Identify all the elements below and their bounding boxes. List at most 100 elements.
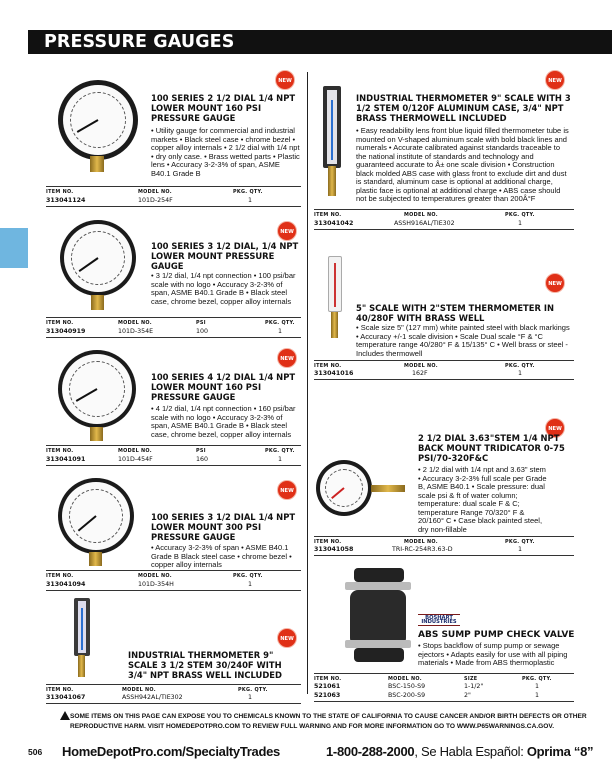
product-title: 2 1/2 DIAL 3.63"STEM 1/4 NPT BACK MOUNT … [418, 433, 565, 463]
col-model-no: MODEL NO. [404, 212, 438, 218]
cell-pkg-qty: 1 [278, 456, 283, 463]
product-description: • 4 1/2 dial, 1/4 npt connection • 160 p… [151, 404, 296, 439]
table-rule [46, 570, 301, 571]
cell-model-no: 101D-354H [138, 581, 174, 588]
col-item-no: ITEM NO. [46, 320, 74, 326]
col-pkg-qty: PKG. QTY. [505, 363, 535, 369]
table-rule [314, 379, 574, 380]
col-item-no: ITEM NO. [46, 687, 74, 693]
product-description: • Scale size 5" (127 mm) white painted s… [356, 323, 570, 358]
col-model-no: MODEL NO. [118, 448, 152, 454]
pressure-gauge-image [60, 220, 136, 296]
cell-item-no: 521063 [314, 692, 341, 699]
product-title: INDUSTRIAL THERMOMETER 9" SCALE 3 1/2 ST… [128, 650, 282, 680]
table-rule [314, 673, 574, 674]
product-description: • Accuracy 3-2-3% of span • ASME B40.1 G… [151, 543, 292, 569]
pressure-gauge-image [58, 80, 138, 160]
cell-pkg-qty: 1 [248, 694, 253, 701]
cell-item-no: 313041042 [314, 220, 354, 227]
new-badge: NEW [277, 628, 297, 648]
table-rule [314, 229, 574, 230]
col-model-no: MODEL NO. [122, 687, 156, 693]
brass-fitting-image [90, 156, 104, 172]
table-rule [46, 703, 301, 704]
new-badge: NEW [275, 70, 295, 90]
table-rule [46, 465, 301, 466]
col-item-no: ITEM NO. [314, 676, 342, 682]
table-rule [46, 445, 301, 446]
brass-fitting-image [90, 427, 103, 441]
cell-item-no: 313041091 [46, 456, 86, 463]
table-rule [46, 337, 301, 338]
cell-model-no: 101D-454F [118, 456, 153, 463]
table-rule [46, 317, 301, 318]
warning-icon [60, 711, 70, 720]
col-pkg-qty: PKG. QTY. [265, 448, 295, 454]
cell-pkg-qty: 1 [248, 197, 253, 204]
product-title: 100 SERIES 3 1/2 DIAL 1/4 NPT LOWER MOUN… [151, 512, 296, 542]
table-rule [46, 186, 301, 187]
col-psi: PSI [196, 320, 206, 326]
col-pkg-qty: PKG. QTY. [233, 189, 263, 195]
brass-well-image [331, 312, 338, 338]
thermometer-image [328, 256, 342, 312]
col-pkg-qty: PKG. QTY. [505, 539, 535, 545]
product-description: • Utility gauge for commercial and indus… [151, 126, 300, 178]
section-tab [0, 228, 28, 268]
cell-item-no: 313041067 [46, 694, 86, 701]
new-badge: NEW [545, 273, 565, 293]
cell-pkg-qty: 1 [518, 220, 523, 227]
cell-model-no: 162F [412, 370, 428, 377]
cell-model-no: 101D-254F [138, 197, 173, 204]
table-rule [314, 701, 574, 702]
col-model-no: MODEL NO. [404, 363, 438, 369]
footer-phone: 1-800-288-2000, Se Habla Español: Oprima… [326, 744, 594, 759]
thermometer-image [323, 86, 341, 168]
brass-stem-image [371, 485, 405, 492]
col-model-no: MODEL NO. [138, 573, 172, 579]
cell-model-no: ASSH942AL/TIE302 [122, 694, 183, 701]
cell-item-no: 313040919 [46, 328, 86, 335]
prop65-warning: SOME ITEMS ON THIS PAGE CAN EXPOSE YOU T… [70, 713, 587, 730]
check-valve-image [354, 648, 404, 662]
table-rule [314, 209, 574, 210]
page-title: PRESSURE GAUGES [44, 32, 235, 52]
brass-fitting-image [89, 552, 102, 566]
cell-pkg-qty: 1 [518, 546, 523, 553]
col-item-no: ITEM NO. [314, 539, 342, 545]
product-title: 100 SERIES 4 1/2 DIAL 1/4 NPT LOWER MOUN… [151, 372, 296, 402]
cell-psi: 160 [196, 456, 209, 463]
new-badge: NEW [277, 221, 297, 241]
cell-psi: 100 [196, 328, 209, 335]
hose-clamp-image [345, 640, 411, 648]
cell-model-no: BSC-150-S9 [388, 683, 426, 690]
col-model-no: MODEL NO. [404, 539, 438, 545]
col-item-no: ITEM NO. [46, 573, 74, 579]
cell-size: 2" [464, 692, 471, 699]
cell-item-no: 313041124 [46, 197, 86, 204]
cell-size: 1-1/2" [464, 683, 484, 690]
cell-item-no: 313041058 [314, 546, 354, 553]
col-item-no: ITEM NO. [314, 363, 342, 369]
option-text: Oprima “8” [526, 744, 594, 759]
brass-well-image [78, 655, 85, 677]
new-badge: NEW [277, 348, 297, 368]
product-title: 100 SERIES 3 1/2 DIAL, 1/4 NPT LOWER MOU… [151, 241, 299, 271]
spanish-text: , Se Habla Español: [414, 744, 527, 759]
col-item-no: ITEM NO. [314, 212, 342, 218]
product-title: 100 SERIES 2 1/2 DIAL 1/4 NPT LOWER MOUN… [151, 93, 296, 123]
col-pkg-qty: PKG. QTY. [265, 320, 295, 326]
col-item-no: ITEM NO. [46, 448, 74, 454]
table-rule [46, 206, 301, 207]
check-valve-image [354, 568, 404, 582]
col-item-no: ITEM NO. [46, 189, 74, 195]
cell-pkg-qty: 1 [535, 683, 540, 690]
pressure-gauge-image [58, 350, 136, 428]
col-model-no: MODEL NO. [388, 676, 422, 682]
column-divider [307, 72, 308, 694]
col-pkg-qty: PKG. QTY. [505, 212, 535, 218]
footer-website-link[interactable]: HomeDepotPro.com/SpecialtyTrades [62, 744, 280, 759]
product-description: • 3 1/2 dial, 1/4 npt connection • 100 p… [151, 271, 296, 306]
product-description: • 2 1/2 dial with 1/4 npt and 3.63" stem… [418, 465, 547, 534]
thermometer-image [74, 598, 90, 656]
